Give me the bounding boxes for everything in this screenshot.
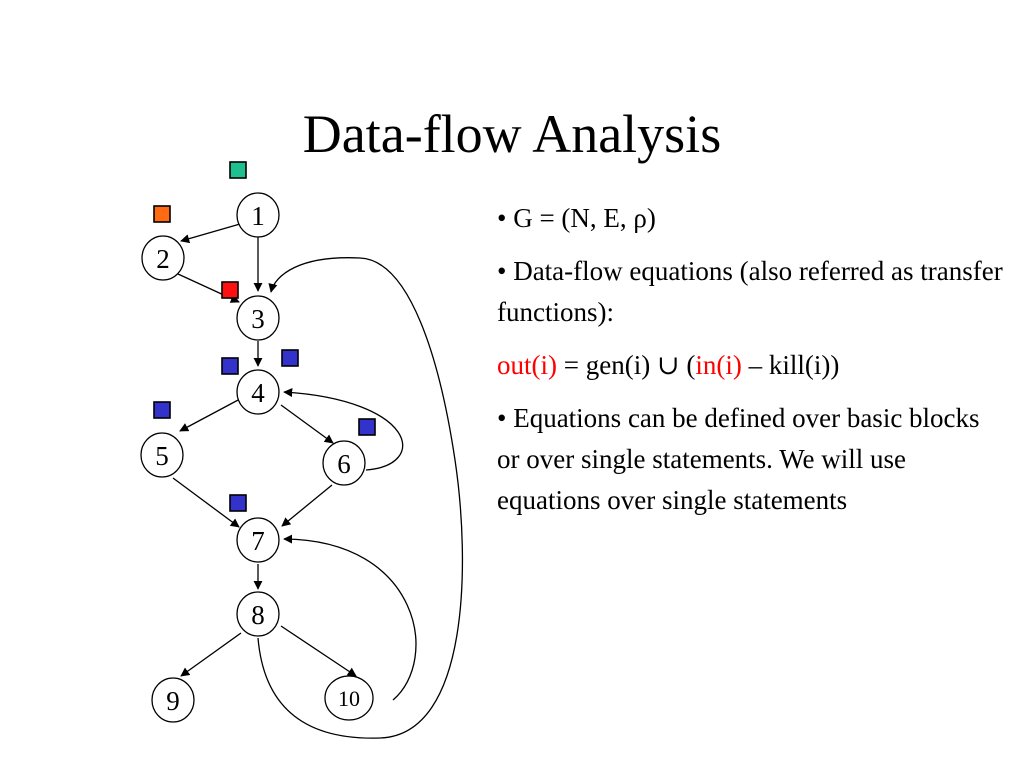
- node-3: 3: [236, 295, 280, 341]
- marker-orange-node-2: [153, 205, 171, 223]
- node-10-label: 10: [338, 686, 360, 711]
- edge-10-7-back: [283, 534, 417, 701]
- bullet-graph-def: • G = (N, E, ρ): [497, 203, 656, 233]
- marker-blue-node-4-left: [221, 357, 239, 375]
- edge-8-3-back: [257, 257, 464, 739]
- equation-paren-open: (: [679, 350, 696, 380]
- node-7-label: 7: [251, 526, 265, 556]
- edge-6-7: [281, 484, 333, 527]
- node-2: 2: [141, 235, 185, 281]
- slide-title: Data-flow Analysis: [302, 104, 722, 164]
- union-symbol: ∪: [656, 350, 680, 380]
- node-1-label: 1: [251, 201, 265, 231]
- node-6: 6: [322, 440, 366, 486]
- node-1: 1: [236, 192, 280, 238]
- node-9: 9: [151, 677, 195, 723]
- node-5: 5: [140, 432, 184, 478]
- node-10: 10: [324, 675, 374, 721]
- edge-8-10: [280, 625, 357, 677]
- bullet-list: • G = (N, E, ρ) • Data-flow equations (a…: [497, 198, 1007, 533]
- marker-red-node-3: [221, 281, 239, 299]
- equation-in: in(i): [695, 350, 742, 380]
- node-9-label: 9: [166, 686, 180, 716]
- marker-blue-node-4-right: [281, 349, 299, 367]
- edge-4-5: [179, 398, 241, 432]
- node-6-label: 6: [337, 449, 351, 479]
- edge-4-6: [280, 404, 334, 444]
- node-8-label: 8: [251, 600, 265, 630]
- edge-1-2: [180, 223, 241, 244]
- node-2-label: 2: [156, 244, 170, 274]
- bullet-dataflow-equations: • Data-flow equations (also referred as …: [497, 256, 1003, 327]
- node-7: 7: [236, 517, 280, 563]
- equation-gen: = gen(i): [557, 350, 657, 380]
- node-5-label: 5: [155, 441, 169, 471]
- equation-kill: – kill(i)): [741, 350, 840, 380]
- edge-6-4-back: [283, 387, 404, 471]
- node-4-label: 4: [251, 378, 265, 408]
- node-8: 8: [236, 591, 280, 637]
- bullet-equations-defined: • Equations can be defined over basic bl…: [497, 403, 980, 515]
- marker-blue-node-7: [229, 494, 247, 512]
- marker-blue-node-5: [153, 401, 171, 419]
- node-3-label: 3: [251, 304, 265, 334]
- edge-5-7: [172, 477, 240, 528]
- marker-blue-node-6: [358, 418, 376, 436]
- node-4: 4: [236, 369, 280, 415]
- equation-out: out(i): [497, 350, 557, 380]
- edge-8-9: [180, 632, 242, 677]
- equation-line: out(i) = gen(i) ∪ (in(i) – kill(i)): [497, 345, 1007, 386]
- marker-teal-node-1: [229, 161, 247, 179]
- control-flow-graph: 1 2 3 4 5 6 7 8 9 10: [140, 161, 464, 739]
